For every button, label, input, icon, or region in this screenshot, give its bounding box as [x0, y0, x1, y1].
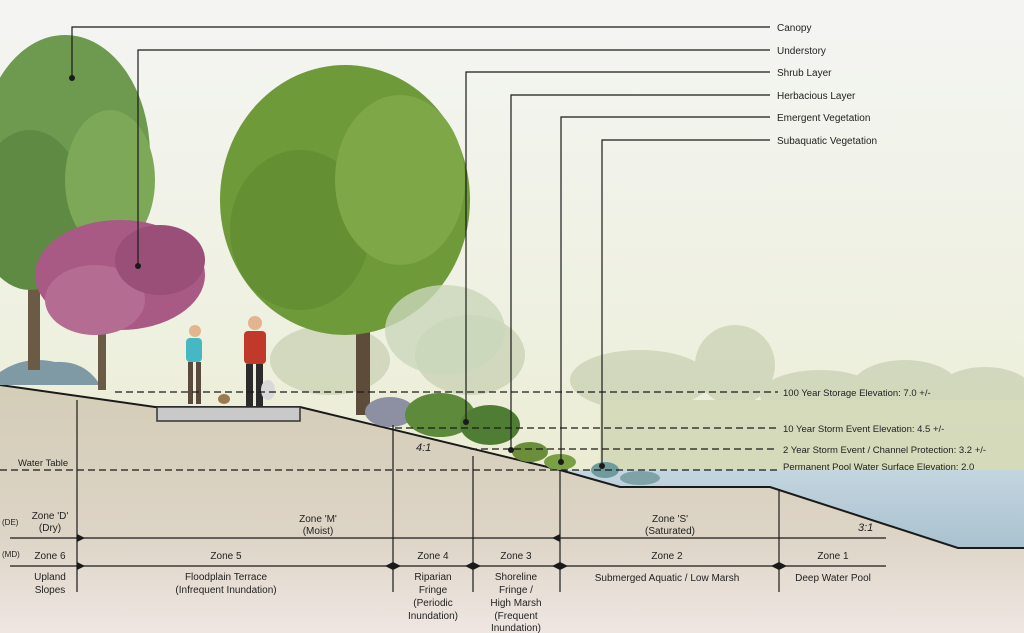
label-shrub-layer: Shrub Layer [777, 68, 832, 79]
leader-dots [69, 75, 605, 469]
md-zone-desc: (Frequent [494, 611, 538, 622]
pond-water [560, 470, 1024, 548]
canopy-tree-left [0, 35, 155, 370]
slope-label-lower: 3:1 [858, 522, 873, 534]
md-zone-name: Zone 3 [500, 551, 532, 562]
label-100yr-storage: 100 Year Storage Elevation: 7.0 +/- [783, 388, 931, 399]
label-subaquatic-vegetation: Subaquatic Vegetation [777, 136, 877, 147]
label-water-table: Water Table [18, 458, 68, 469]
md-zone-name: Zone 6 [34, 551, 66, 562]
label-permanent-pool: Permanent Pool Water Surface Elevation: … [783, 462, 974, 473]
de-zone-desc: (Moist) [303, 526, 334, 537]
de-zone-desc: (Dry) [39, 523, 61, 534]
md-zone-desc: Fringe / [499, 585, 533, 596]
row-label-de: (DE) [2, 518, 19, 527]
walking-path [156, 406, 301, 422]
md-zone-desc: (Periodic [413, 598, 452, 609]
label-herbacious-layer: Herbacious Layer [777, 91, 856, 102]
md-zone-desc: Shoreline [495, 572, 538, 583]
md-zone-name: Zone 1 [817, 551, 849, 562]
people-walking [186, 316, 275, 407]
label-10yr-storm: 10 Year Storm Event Elevation: 4.5 +/- [783, 424, 944, 435]
md-zone-desc: Riparian [414, 572, 451, 583]
de-zone-labels: Zone 'D' (Dry) Zone 'M' (Moist) Zone 'S'… [32, 511, 695, 537]
label-emergent-vegetation: Emergent Vegetation [777, 113, 870, 124]
md-zone-desc: Floodplain Terrace [185, 572, 268, 583]
de-zone-name: Zone 'M' [299, 514, 337, 525]
soil-section [0, 385, 1024, 633]
groundcover-shrubs [0, 359, 100, 385]
md-zone-desc: High Marsh [490, 598, 541, 609]
label-canopy: Canopy [777, 23, 811, 34]
de-zone-name: Zone 'D' [32, 511, 69, 522]
md-zone-name: Zone 2 [651, 551, 683, 562]
row-label-md: (MD) [2, 550, 20, 559]
background-tree [385, 285, 505, 375]
elevation-lines [0, 391, 778, 471]
md-zone-labels: Zone 6 Zone 5 Zone 4 Zone 3 Zone 2 Zone … [34, 551, 871, 633]
label-understory: Understory [777, 46, 826, 57]
md-zone-desc: Deep Water Pool [795, 573, 871, 584]
md-zone-desc: Submerged Aquatic / Low Marsh [595, 573, 740, 584]
zone-table-arrows [77, 534, 787, 570]
de-zone-name: Zone 'S' [652, 514, 688, 525]
md-zone-desc: (Infrequent Inundation) [175, 585, 276, 596]
md-zone-name: Zone 4 [417, 551, 449, 562]
md-zone-desc: Upland [34, 572, 66, 583]
leader-lines [71, 26, 770, 466]
shrub-layer-plants [365, 393, 520, 445]
md-zone-name: Zone 5 [210, 551, 242, 562]
md-zone-desc: Fringe [419, 585, 448, 596]
canopy-tree-center [220, 65, 470, 415]
label-2yr-storm: 2 Year Storm Event / Channel Protection:… [783, 445, 986, 456]
md-zone-desc: Inundation) [491, 623, 541, 633]
md-zone-desc: Inundation) [408, 611, 458, 622]
slope-label-upper: 4:1 [416, 442, 431, 454]
de-zone-desc: (Saturated) [645, 526, 695, 537]
md-zone-desc: Slopes [35, 585, 66, 596]
